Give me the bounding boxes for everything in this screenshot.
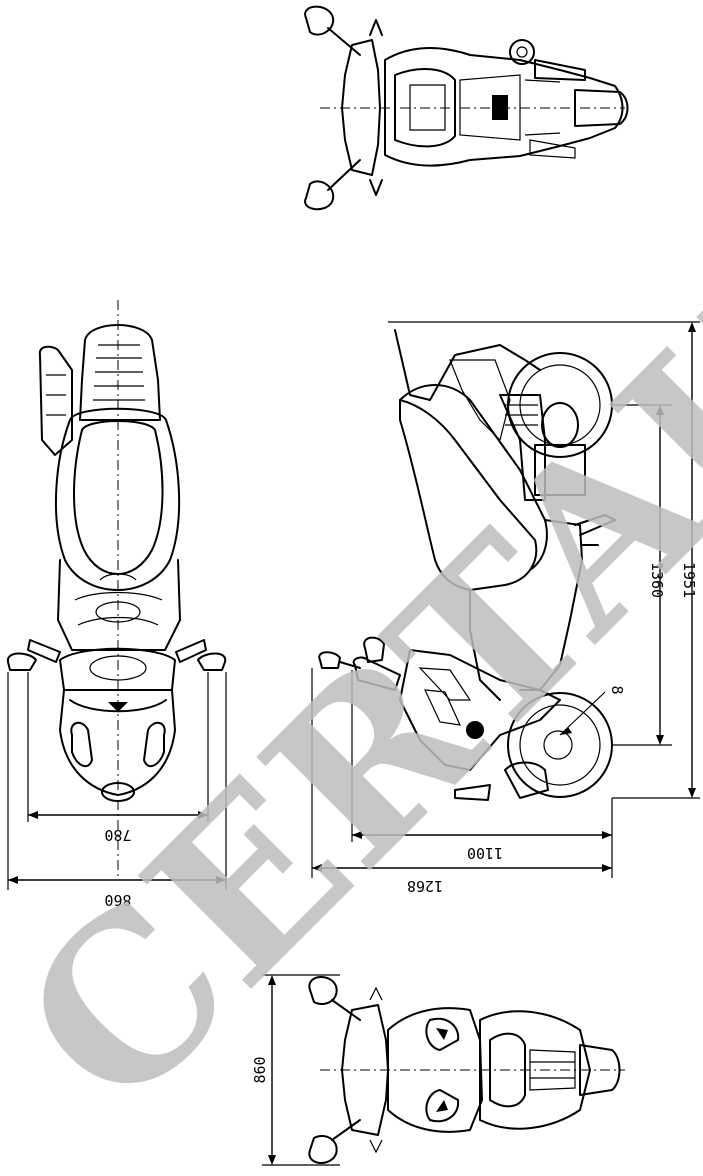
- dimension-860-front-label: 860: [251, 1056, 269, 1083]
- top-view: [6, 300, 227, 890]
- dimension-860-top-label: 860: [104, 891, 131, 909]
- rear-view: [304, 5, 629, 211]
- dimension-780-label: 780: [104, 826, 131, 844]
- dimension-1951-label: 1951: [680, 562, 698, 598]
- dimension-1100-label: 1100: [467, 844, 503, 862]
- part-marker-8-label: 8: [608, 685, 626, 694]
- side-view: [311, 321, 700, 878]
- dimension-1268-label: 1268: [407, 877, 443, 895]
- front-view: [262, 974, 625, 1166]
- dimension-1360-label: 1360: [648, 562, 666, 598]
